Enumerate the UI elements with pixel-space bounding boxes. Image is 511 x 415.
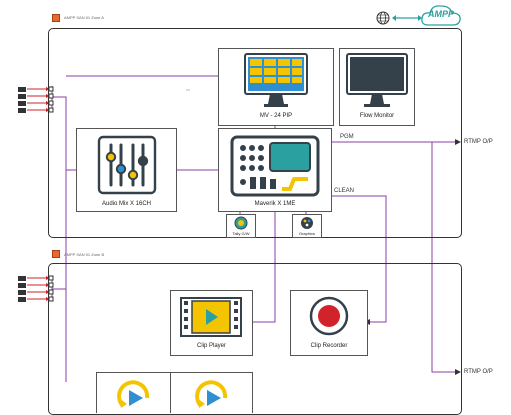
ampp-cloud-logo xyxy=(421,5,461,26)
zone-a-badge xyxy=(52,14,60,22)
switcher-panel-icon xyxy=(230,135,320,197)
replay-icon xyxy=(195,380,228,408)
link-pgm-to-flow xyxy=(431,142,460,373)
link-clean xyxy=(330,195,387,323)
tally-label: Tally G/W xyxy=(232,231,250,236)
clip-player-node[interactable]: Clip Player xyxy=(170,290,253,356)
clip-recorder-label: Clip Recorder xyxy=(310,343,348,349)
tally-icon xyxy=(234,216,248,230)
bottom-node-1[interactable] xyxy=(96,372,171,413)
zone-a-tag: AMPP SAN 01 Zone A xyxy=(64,15,104,20)
clip-recorder-node[interactable]: Clip Recorder xyxy=(290,290,368,356)
tally-node[interactable]: Tally G/W xyxy=(226,214,256,238)
switcher-label: Maverik X 1ME xyxy=(254,201,296,207)
pgm-label: PGM xyxy=(340,134,354,140)
flow-monitor-node[interactable]: Flow Monitor xyxy=(339,48,415,126)
mixer-faders-icon xyxy=(97,135,157,195)
inputs-zone-b xyxy=(18,275,54,302)
multiviewer-node[interactable]: MV - 24 PIP xyxy=(218,48,334,126)
clip-player-label: Clip Player xyxy=(196,343,226,349)
switcher-node[interactable]: Maverik X 1ME xyxy=(218,128,332,212)
graphics-label: Graphics xyxy=(298,231,315,236)
graphics-icon xyxy=(301,217,313,229)
audio-mixer-node[interactable]: Audio Mix X 16CH xyxy=(76,128,177,212)
rtmp-output-bottom[interactable]: RTMP O/P xyxy=(464,369,493,375)
record-icon xyxy=(309,296,349,336)
ampp-logo-text: AMPP xyxy=(427,9,454,19)
globe-icon xyxy=(376,11,390,25)
link-player-to-switcher xyxy=(251,208,276,323)
rtmp-output-top[interactable]: RTMP O/P xyxy=(464,139,493,145)
monitor-grid-icon xyxy=(244,53,308,107)
film-play-icon xyxy=(180,297,242,337)
replay-icon xyxy=(117,380,150,408)
input-bus-b xyxy=(51,278,66,300)
monitor-icon xyxy=(346,53,408,107)
bottom-node-2[interactable] xyxy=(170,372,253,413)
zone-b-badge xyxy=(52,250,60,258)
clean-label: CLEAN xyxy=(334,188,355,194)
zone-b-tag: AMPP SAN 01 Zone B xyxy=(64,252,105,257)
multiviewer-label: MV - 24 PIP xyxy=(259,113,293,119)
graphics-node[interactable]: Graphics xyxy=(292,214,322,238)
audio-mixer-label: Audio Mix X 16CH xyxy=(101,201,152,207)
link-arrow-icon xyxy=(392,15,422,21)
workflow-canvas: AMPP SAN 01 Zone A AMPP SAN 01 Zone B AM… xyxy=(18,5,493,415)
flow-monitor-label: Flow Monitor xyxy=(359,113,395,119)
